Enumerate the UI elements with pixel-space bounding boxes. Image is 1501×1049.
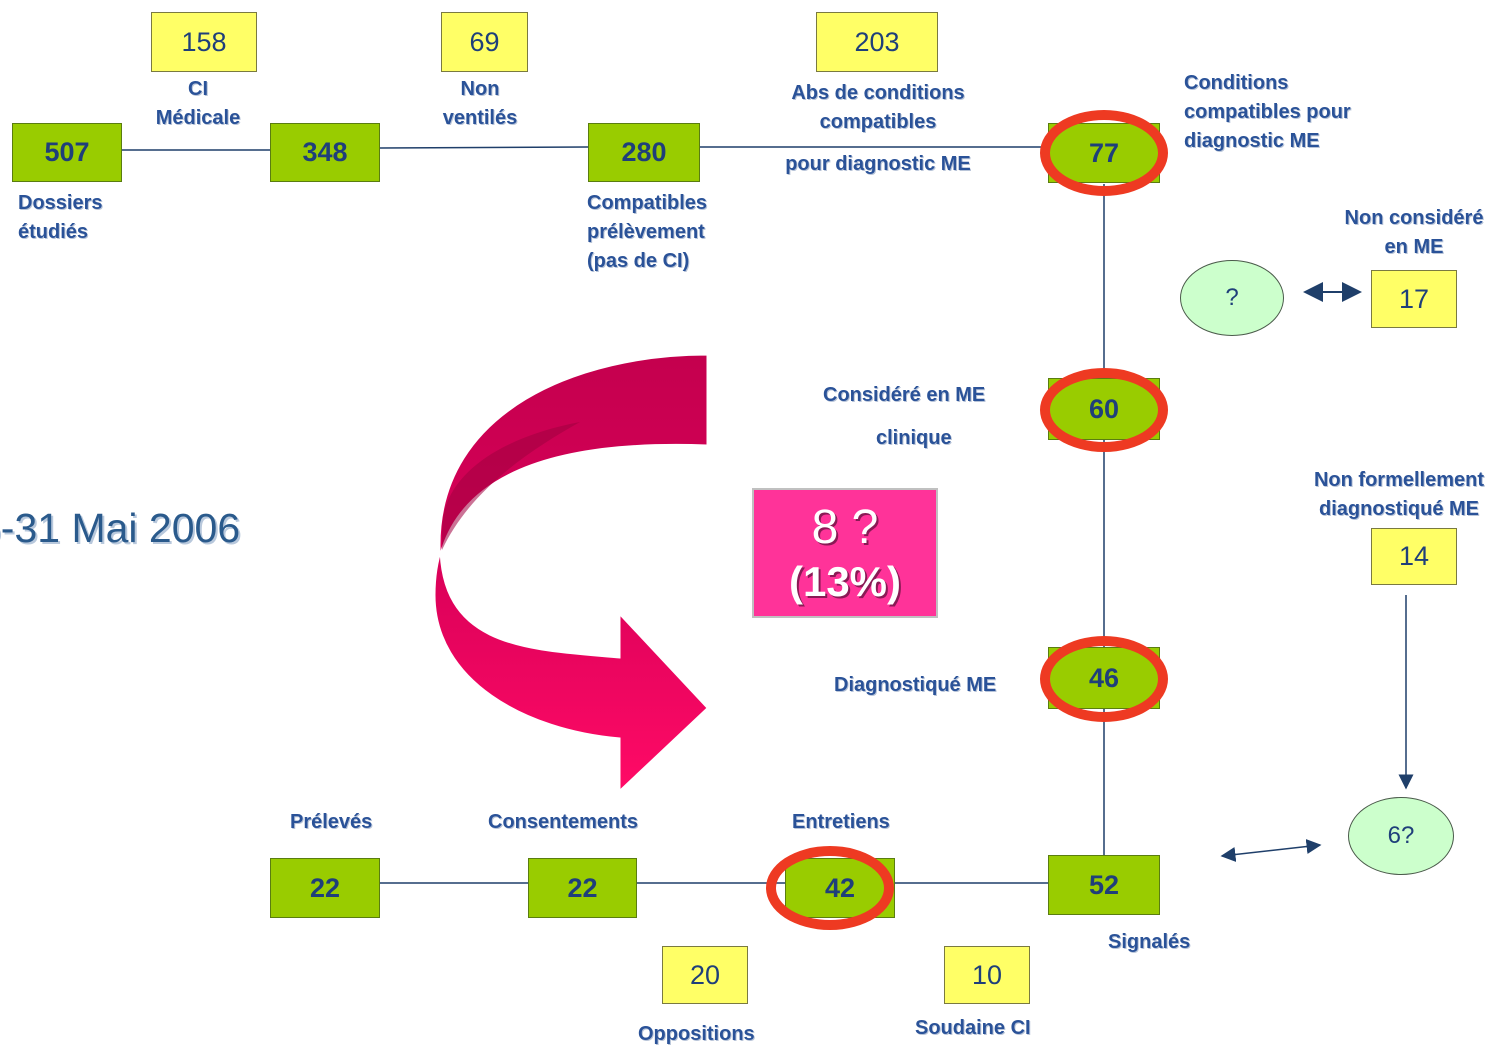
label-soudaine-ci: Soudaine CI [915, 1017, 1031, 1039]
label-considere-en-me: Considéré en ME [823, 384, 986, 406]
callout-percent: (13%) [788, 558, 902, 605]
date-text: 5-31 Mai 2006 [0, 505, 241, 551]
yellow-box-69: 69 [441, 12, 528, 72]
label-entretiens: Entretiens [792, 811, 890, 833]
box-280: 280 [588, 123, 700, 182]
box-507: 507 [12, 123, 122, 182]
box-22-consentements: 22 [528, 858, 637, 918]
label-pour-diagnostic: pour diagnostic ME [785, 153, 971, 175]
box-348: 348 [270, 123, 380, 182]
label-consentements: Consentements [488, 811, 639, 833]
highlight-ring-60 [1040, 368, 1168, 452]
yellow-box-14: 14 [1371, 528, 1457, 585]
yellow-box-20: 20 [662, 946, 748, 1004]
box-52: 52 [1048, 855, 1160, 915]
yellow-box-17: 17 [1371, 270, 1457, 328]
percentage-callout: 8 ? (13%) [752, 488, 938, 618]
circle-6: 6? [1348, 797, 1454, 875]
callout-count: 8 ? [811, 501, 879, 554]
yellow-box-203: 203 [816, 12, 938, 72]
label-diagnostique-me: Diagnostiqué ME [834, 674, 997, 696]
yellow-box-10: 10 [944, 946, 1030, 1004]
yellow-box-158: 158 [151, 12, 257, 72]
box-22-preleves: 22 [270, 858, 380, 918]
label-preleves: Prélevés [290, 811, 373, 833]
highlight-ring-42 [766, 846, 894, 930]
curved-arrow-icon [434, 354, 708, 792]
highlight-ring-46 [1040, 636, 1168, 722]
label-clinique: clinique [876, 427, 952, 449]
circle-question: ? [1180, 260, 1284, 336]
label-signales: Signalés [1108, 931, 1191, 953]
highlight-ring-77 [1040, 110, 1168, 196]
label-oppositions: Oppositions [638, 1023, 755, 1045]
